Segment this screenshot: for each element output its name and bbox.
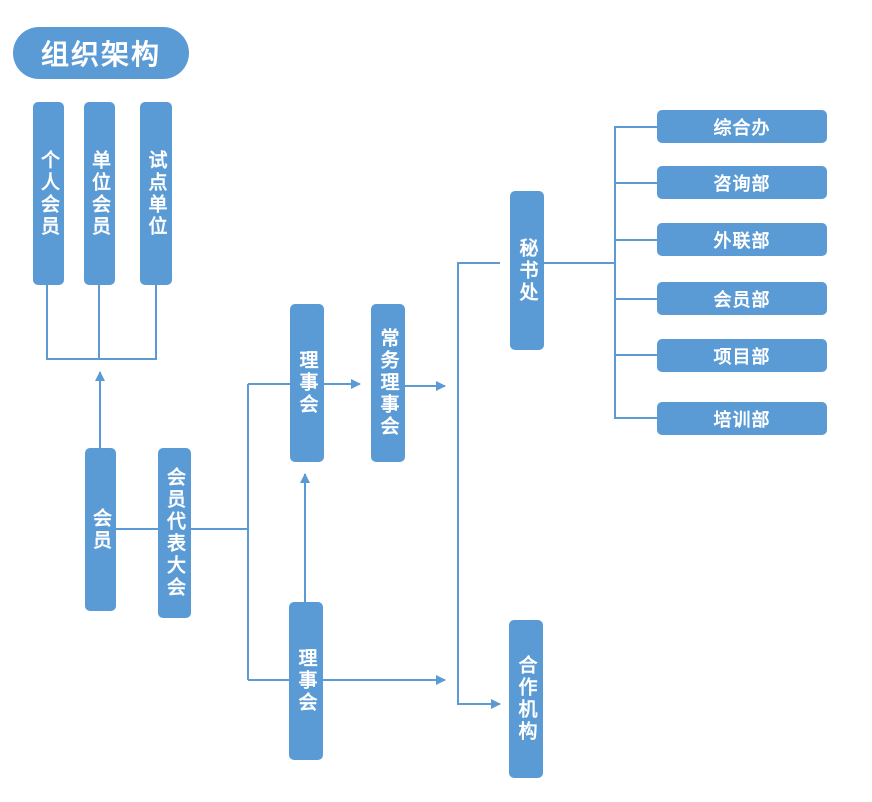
dept-training: 培训部 (657, 402, 827, 435)
member-type-label: 单位会员 (89, 149, 111, 238)
node-cooperation: 合作机构 (509, 620, 543, 778)
node-label: 理事会 (295, 648, 318, 714)
dept-projects: 项目部 (657, 339, 827, 372)
dept-label: 咨询部 (713, 173, 771, 195)
dept-label: 培训部 (713, 409, 771, 431)
member-type-label: 个人会员 (38, 149, 60, 238)
node-council-bottom: 理事会 (289, 602, 323, 760)
node-label: 会员代表大会 (164, 467, 186, 599)
dept-label: 会员部 (713, 289, 771, 311)
member-type-organization: 单位会员 (84, 102, 115, 285)
dept-external-relations: 外联部 (657, 223, 827, 256)
node-label: 理事会 (296, 350, 319, 416)
member-type-label: 试点单位 (145, 149, 168, 238)
dept-consulting: 咨询部 (657, 166, 827, 199)
node-label: 秘书处 (516, 237, 539, 304)
node-member: 会员 (85, 448, 116, 611)
dept-membership: 会员部 (657, 282, 827, 315)
node-member-congress: 会员代表大会 (158, 448, 191, 618)
node-council-top: 理事会 (290, 304, 324, 462)
dept-label: 项目部 (713, 346, 771, 368)
node-label: 合作机构 (515, 655, 538, 743)
dept-label: 外联部 (713, 230, 771, 252)
node-secretariat: 秘书处 (510, 191, 544, 350)
page-title: 组织架构 (13, 27, 189, 79)
node-label: 会员 (90, 507, 112, 552)
dept-general-office: 综合办 (657, 110, 827, 143)
node-standing-council: 常务理事会 (371, 304, 405, 462)
member-type-individual: 个人会员 (33, 102, 64, 285)
member-type-pilot: 试点单位 (140, 102, 172, 285)
dept-label: 综合办 (713, 117, 771, 139)
node-label: 常务理事会 (377, 328, 400, 438)
